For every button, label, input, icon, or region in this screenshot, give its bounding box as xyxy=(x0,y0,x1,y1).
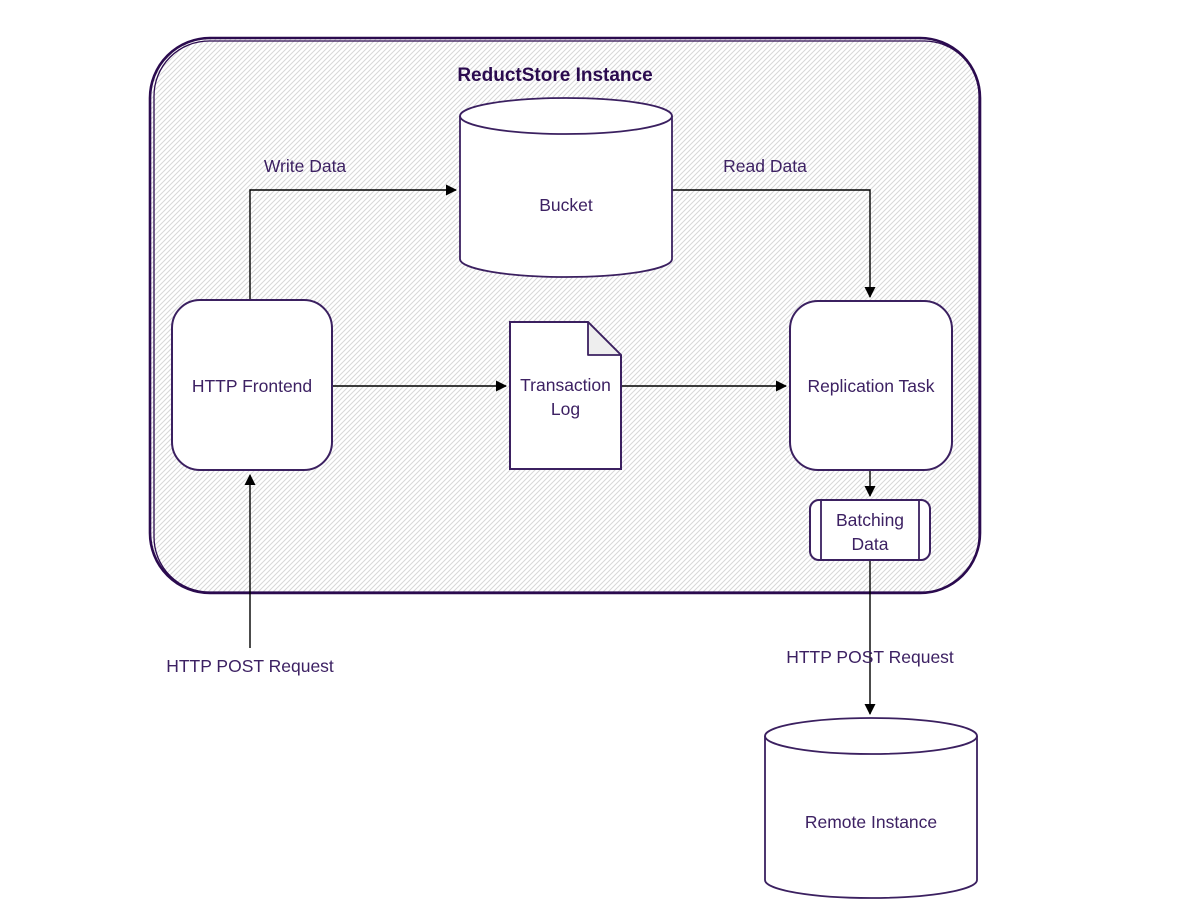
container-title: ReductStore Instance xyxy=(457,65,653,86)
bucket-label: Bucket xyxy=(539,195,593,215)
remote-instance-label: Remote Instance xyxy=(804,812,938,832)
replication-task-shape xyxy=(789,300,953,471)
bucket-shape xyxy=(459,97,673,278)
edge-label-http-post-incoming: HTTP POST Request xyxy=(166,656,334,676)
transaction-log-shape xyxy=(509,321,622,470)
batching-data-label: Batching Data xyxy=(835,510,905,554)
edge-label-write-data: Write Data xyxy=(263,156,347,176)
remote-instance-shape xyxy=(764,717,978,899)
arrow-write-data xyxy=(249,184,457,300)
edges xyxy=(244,184,876,715)
arrow-read-data xyxy=(672,189,876,298)
batching-data-shape xyxy=(809,499,931,561)
edge-label-http-post-outgoing: HTTP POST Request xyxy=(786,647,954,667)
http-frontend-shape xyxy=(171,299,333,471)
edge-label-read-data: Read Data xyxy=(723,156,807,176)
http-frontend-label: HTTP Frontend xyxy=(191,376,313,396)
replication-task-label: Replication Task xyxy=(807,376,935,396)
transaction-log-label: Transaction Log xyxy=(520,375,611,419)
reductstore-container-shape xyxy=(148,36,982,595)
